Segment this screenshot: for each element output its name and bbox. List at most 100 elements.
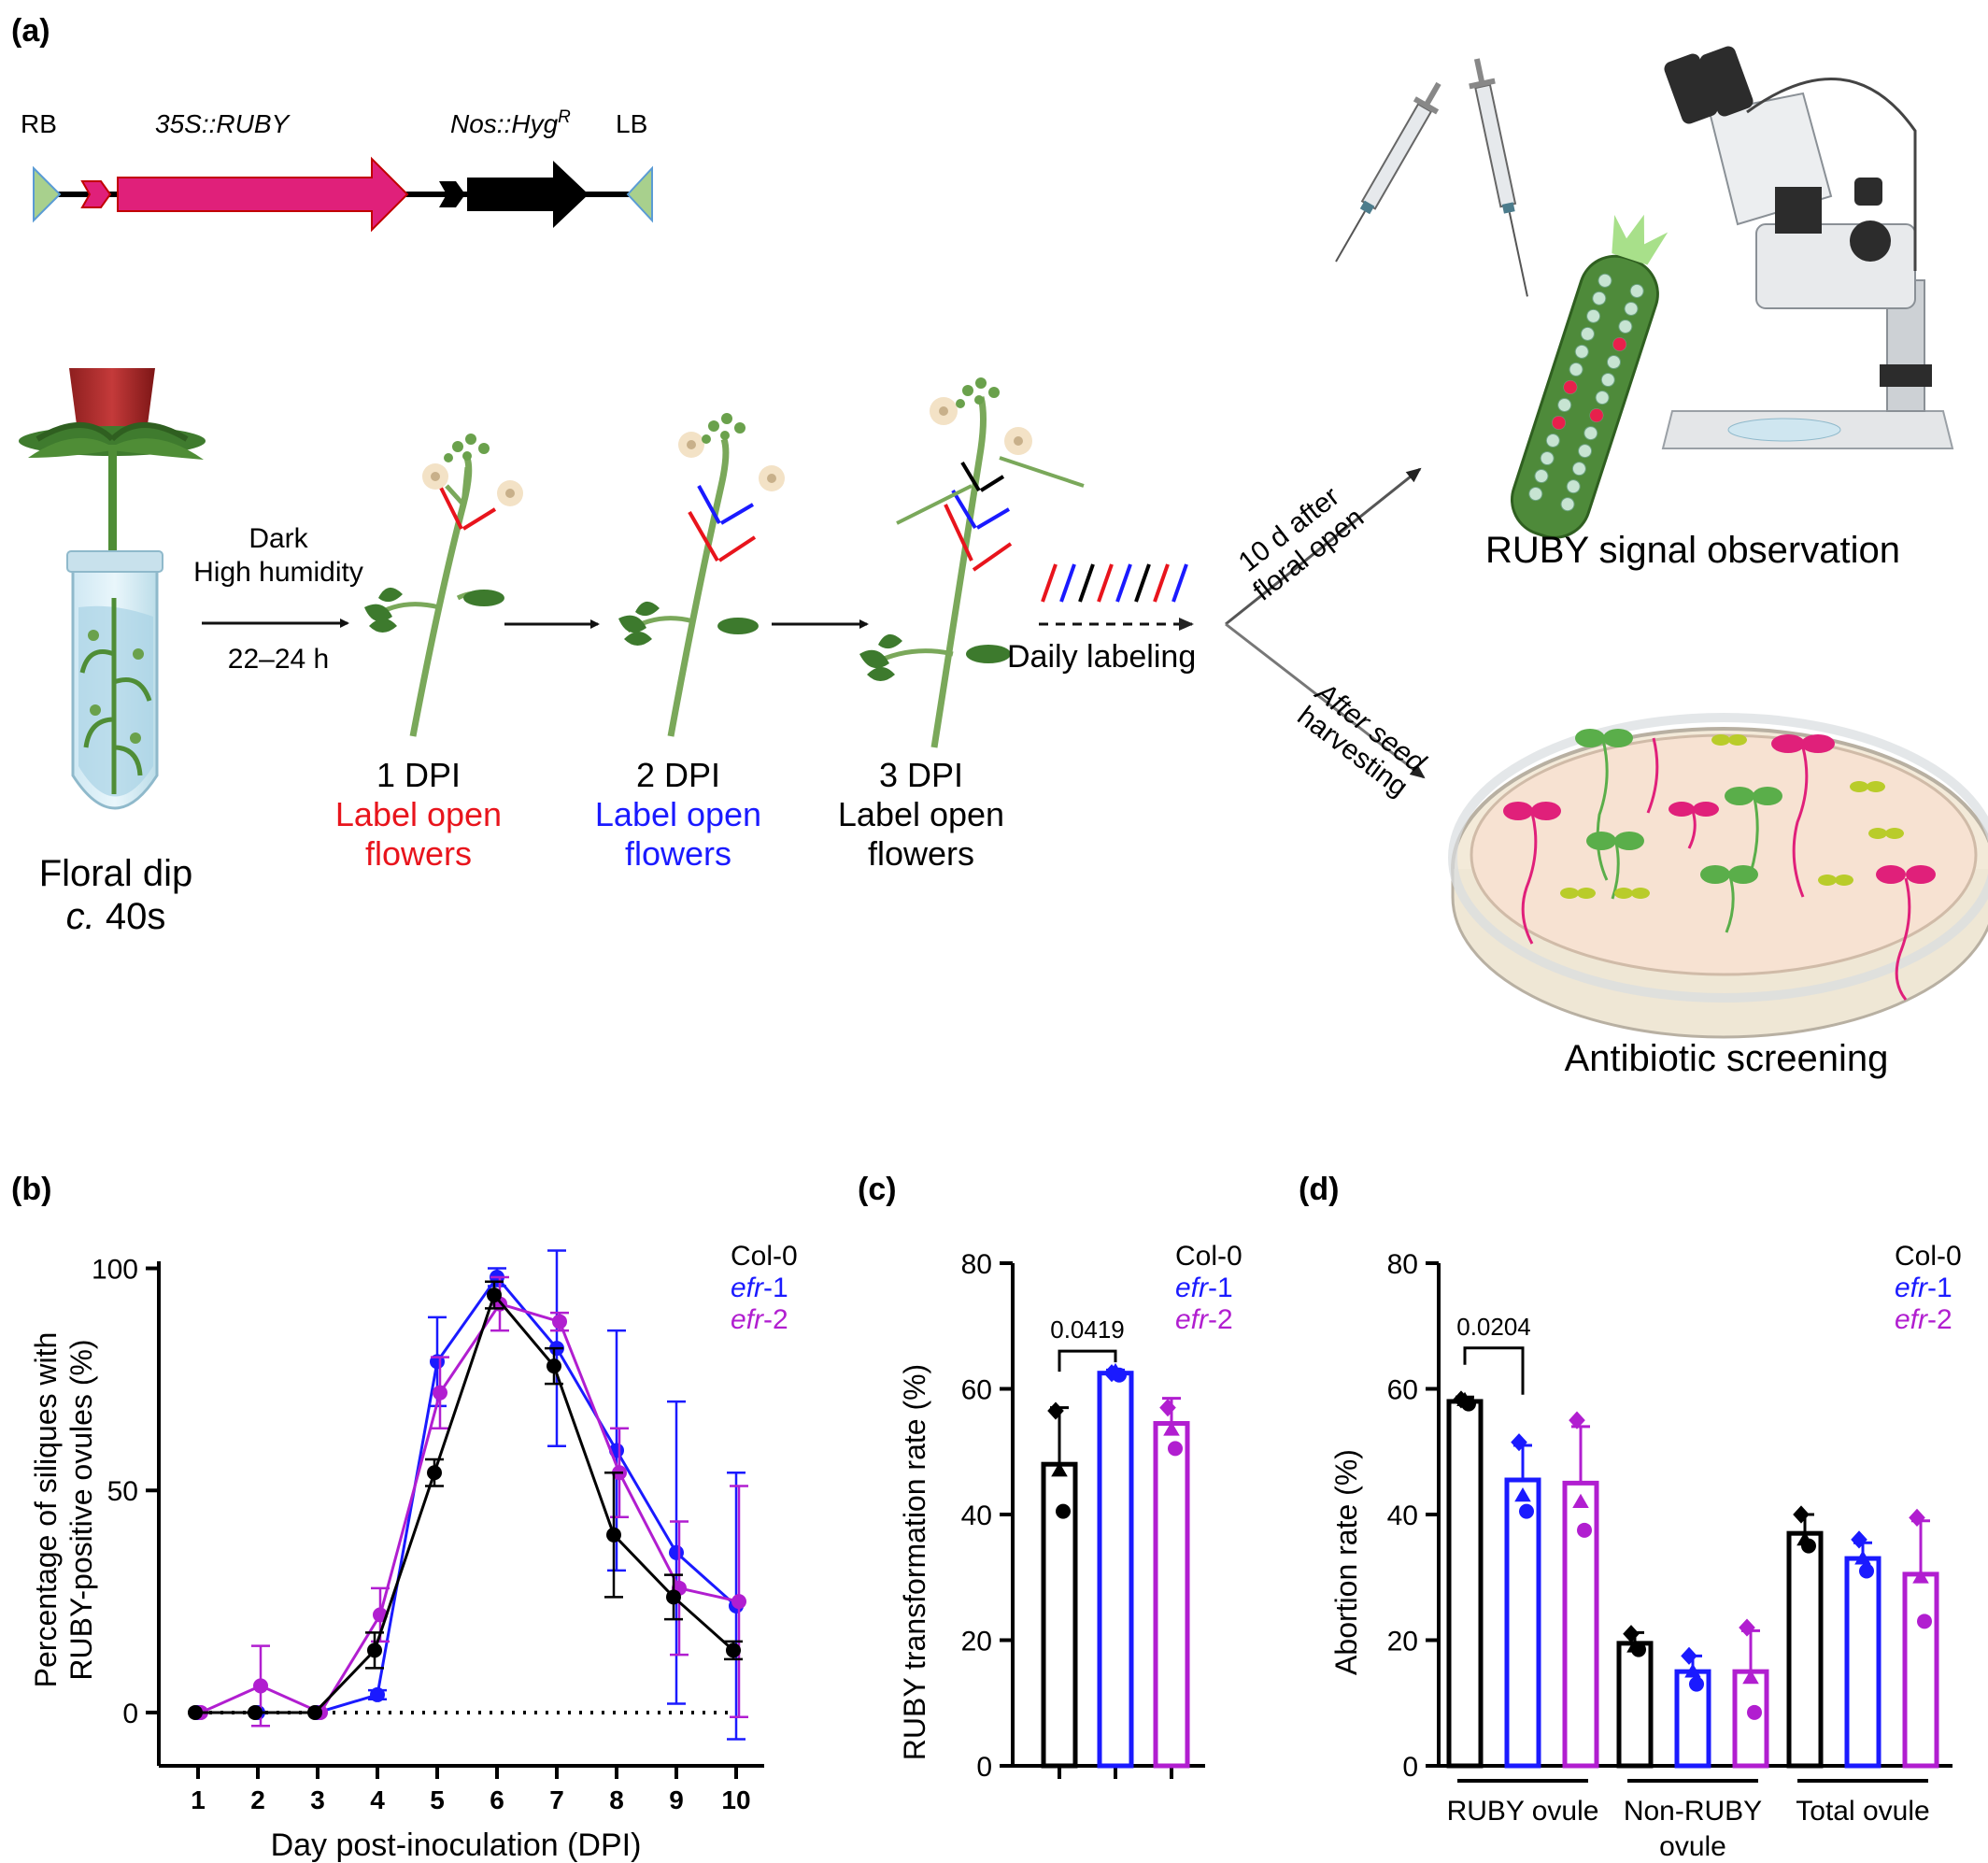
- nos-promoter-icon: [439, 181, 465, 207]
- chart-b-series-line: [195, 1292, 734, 1714]
- chart-c-legend-efr1: efr-1: [1175, 1273, 1233, 1303]
- chart-d-group-label-line2: ovule: [1659, 1831, 1726, 1862]
- chart-d-data-point: [1912, 1569, 1929, 1584]
- chart-d-data-point: [1689, 1676, 1704, 1692]
- dpi1-label: 1 DPI: [376, 756, 461, 794]
- chart-b-x-tick-label: 4: [370, 1785, 385, 1814]
- chart-d-group-label: Non-RUBY: [1624, 1796, 1762, 1827]
- chart-b-series-line: [200, 1301, 740, 1714]
- chart-c-y-tick-label: 0: [976, 1752, 992, 1783]
- chart-c-y-tick-label: 60: [961, 1375, 992, 1406]
- chart-d-data-point: [1854, 1550, 1871, 1565]
- chart-b-x-tick-label: 8: [609, 1785, 624, 1814]
- chart-b-data-point: [666, 1589, 681, 1605]
- chart-b-data-point: [367, 1643, 382, 1658]
- chart-d-data-point: [1793, 1505, 1810, 1524]
- humidity-label: High humidity: [193, 557, 363, 588]
- chart-d-y-tick-label: 80: [1387, 1249, 1418, 1280]
- chart-b-y-tick-label: 0: [122, 1699, 138, 1729]
- chart-d-data-point: [1623, 1625, 1640, 1643]
- chart-c-legend-col0: Col-0: [1175, 1241, 1242, 1272]
- arrow-to-observation: [1225, 467, 1422, 626]
- chart-c-significance-bracket: [1058, 1349, 1117, 1372]
- chart-b-xlabel: Day post-inoculation (DPI): [271, 1827, 642, 1863]
- chart-b-data-point: [606, 1527, 621, 1543]
- daily-labeling-label: Daily labeling: [1007, 639, 1196, 675]
- dpi3-label-line2: flowers: [868, 834, 974, 873]
- chart-d-y-tick-label: 60: [1387, 1375, 1418, 1406]
- plant-2dpi-illustration: [618, 413, 785, 737]
- chart-d-y-tick-label: 40: [1387, 1500, 1418, 1531]
- incubation-time: 22–24 h: [228, 644, 329, 675]
- chart-b-legend-efr1: efr-1: [731, 1273, 788, 1303]
- panel-a-label: (a): [11, 13, 50, 49]
- chart-d-group-label: Total ovule: [1796, 1796, 1929, 1827]
- chart-d-legend-efr2: efr-2: [1895, 1304, 1952, 1335]
- promoter-35s-icon: [80, 180, 112, 208]
- pot-icon: [69, 368, 155, 439]
- cassette2-label: Nos::HygR: [450, 107, 571, 138]
- chart-d-bar: [1504, 1477, 1541, 1769]
- plant-1dpi-illustration: [364, 434, 523, 737]
- rb-border-icon: [33, 165, 62, 223]
- chart-b-data-point: [552, 1314, 567, 1330]
- panel-d-label: (d): [1299, 1172, 1339, 1207]
- chart-b-y-tick-label: 50: [107, 1476, 138, 1507]
- chart-d-data-point: [1631, 1642, 1646, 1657]
- chart-b-x-tick-label: 3: [310, 1785, 325, 1814]
- chart-b-data-point: [427, 1465, 442, 1481]
- chart-b-data-point: [188, 1704, 203, 1720]
- chart-d-legend-efr1: efr-1: [1895, 1273, 1952, 1303]
- chart-d-legend-col0: Col-0: [1895, 1241, 1962, 1272]
- chart-c-data-point: [1168, 1441, 1183, 1457]
- dark-label: Dark: [248, 523, 308, 554]
- hyg-gene-arrow: [467, 161, 589, 228]
- chart-b-data-point: [669, 1544, 684, 1560]
- chart-c-y-tick-label: 20: [961, 1627, 992, 1657]
- chart-b-x-tick-label: 6: [490, 1785, 504, 1814]
- chart-c-bar: [1097, 1371, 1134, 1769]
- chart-b-x-tick-label: 9: [669, 1785, 684, 1814]
- chart-b-data-point: [433, 1385, 447, 1401]
- dpi1-label-line1: Label open: [335, 795, 502, 833]
- chart-d-bar: [1446, 1399, 1484, 1769]
- daily-label-marks: [1041, 563, 1188, 603]
- chart-c-bar: [1153, 1420, 1190, 1769]
- panel-b-label: (b): [11, 1172, 51, 1207]
- petri-dish-icon: [1448, 713, 1988, 1039]
- silique-icon: [1510, 214, 1668, 539]
- chart-d-data-point: [1909, 1508, 1925, 1527]
- chart-d-significance-bracket: [1463, 1346, 1525, 1395]
- chart-d-group-label: RUBY ovule: [1447, 1796, 1599, 1827]
- chart-d-data-point: [1569, 1411, 1585, 1429]
- chart-d-data-point: [1747, 1704, 1762, 1720]
- chart-b-legend-efr2: efr-2: [731, 1304, 788, 1335]
- chart-d-data-point: [1801, 1538, 1816, 1554]
- dpi2-label-line1: Label open: [595, 795, 761, 833]
- chart-b-data-point: [253, 1678, 268, 1694]
- chart-d-data-point: [1684, 1663, 1701, 1678]
- chart-c-data-point: [1159, 1399, 1176, 1417]
- plant-3dpi-illustration: [859, 377, 1085, 748]
- dpi2-label: 2 DPI: [636, 756, 720, 794]
- construct-diagram: RB 35S::RUBY Nos::HygR LB: [21, 107, 653, 233]
- chart-b-data-point: [248, 1704, 263, 1720]
- chart-c-y-tick-label: 40: [961, 1500, 992, 1531]
- chart-d-bar: [1902, 1571, 1939, 1769]
- chart-d-bar: [1786, 1530, 1824, 1769]
- chart-c-legend-efr2: efr-2: [1175, 1304, 1233, 1335]
- chart-b-x-tick-label: 5: [430, 1785, 445, 1814]
- chart-b-data-point: [370, 1686, 385, 1702]
- chart-d-bar: [1616, 1641, 1654, 1769]
- ruby-observation-label: RUBY signal observation: [1485, 530, 1900, 571]
- chart-b-data-point: [547, 1358, 561, 1374]
- chart-b-data-point: [726, 1643, 741, 1658]
- chart-c-ylabel: RUBY transformation rate (%): [898, 1364, 931, 1760]
- chart-d-data-point: [1739, 1618, 1755, 1637]
- lb-label: LB: [616, 109, 647, 138]
- floral-dip-label: Floral dip: [39, 853, 193, 894]
- chart-b-data-point: [731, 1594, 746, 1610]
- chart-b-data-point: [307, 1704, 322, 1720]
